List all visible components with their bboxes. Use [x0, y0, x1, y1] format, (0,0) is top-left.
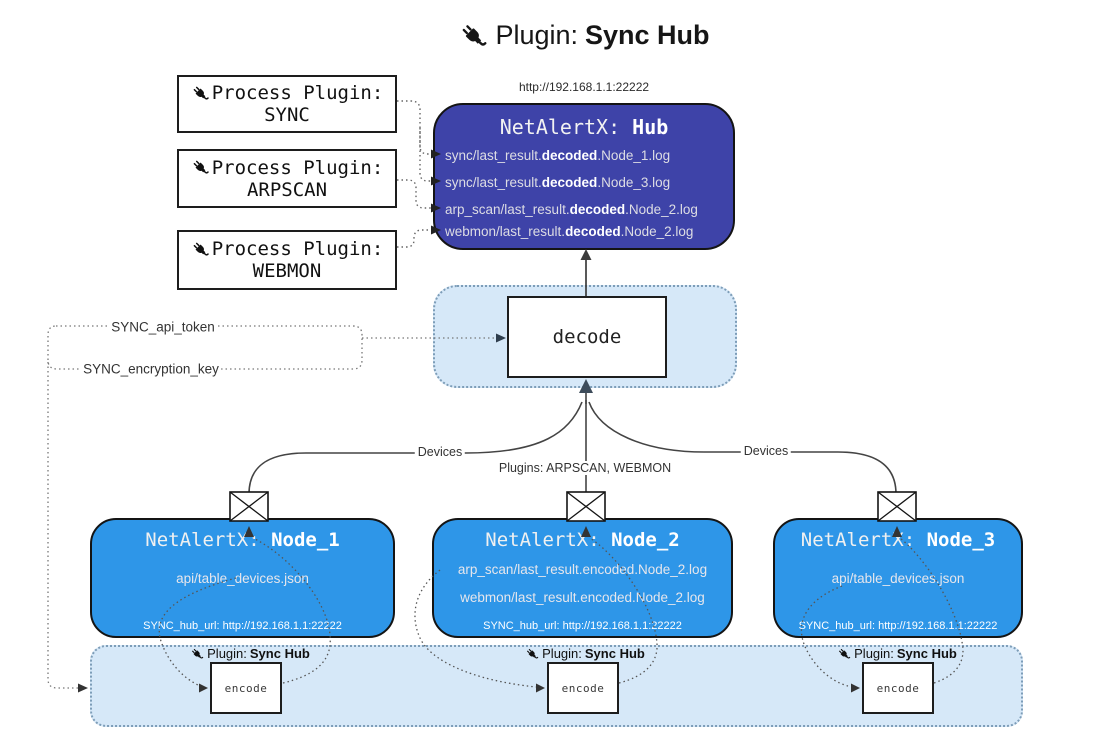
devices-label-right: Devices	[740, 444, 792, 458]
hub-title-name: Hub	[632, 115, 669, 139]
process-plugin-sync: Process Plugin: SYNC	[177, 75, 397, 133]
connector-nodes-to-decode	[248, 392, 897, 495]
plugins-label: Plugins: ARPSCAN, WEBMON	[495, 461, 675, 475]
envelope-icon	[877, 491, 917, 522]
encode-panel-in-arrowhead	[78, 683, 88, 693]
process-plugin-label: Process Plugin:	[211, 238, 384, 260]
hub-log-line: sync/last_result.decoded.Node_1.log	[445, 148, 671, 163]
hub-log-line: sync/last_result.decoded.Node_3.log	[445, 175, 671, 190]
decode-box: decode	[507, 296, 667, 378]
process-plugin-webmon: Process Plugin: WEBMON	[177, 230, 397, 290]
encode-box-2: encode	[547, 662, 619, 714]
plug-icon	[191, 84, 210, 103]
hub-log-line: webmon/last_result.decoded.Node_2.log	[445, 224, 694, 239]
page-title-prefix: Plugin:	[495, 20, 579, 50]
hub-log-line: arp_scan/last_result.decoded.Node_2.log	[445, 202, 698, 217]
encoder-plugin-label: Plugin: Sync Hub	[837, 646, 957, 661]
encode-box-1: encode	[210, 662, 282, 714]
node-title: NetAlertX: Node_1	[145, 529, 340, 551]
encode-box-3: encode	[862, 662, 934, 714]
sync-api-token-label: SYNC_api_token	[109, 319, 217, 335]
process-plugin-label: Process Plugin:	[211, 82, 384, 104]
node-3-box: NetAlertX: Node_3 api/table_devices.json…	[773, 518, 1023, 638]
envelope-icons	[229, 491, 917, 522]
encoder-plugin-label: Plugin: Sync Hub	[525, 646, 645, 661]
node-hub-url: SYNC_hub_url: http://192.168.1.1:22222	[798, 620, 998, 632]
hub-box: NetAlertX: Hub sync/last_result.decoded.…	[433, 103, 735, 250]
plug-icon	[837, 647, 851, 661]
hub-url-label: http://192.168.1.1:22222	[518, 80, 650, 94]
process-plugin-name: ARPSCAN	[246, 178, 328, 201]
encoder-plugin-label: Plugin: Sync Hub	[190, 646, 310, 661]
process-plugin-label: Process Plugin:	[211, 156, 384, 179]
page-title-name: Sync Hub	[585, 20, 710, 50]
hub-title: NetAlertX: Hub	[435, 115, 733, 139]
devices-label-left: Devices	[414, 445, 466, 459]
process-plugin-name: SYNC	[264, 104, 310, 126]
node-file-line: webmon/last_result.encoded.Node_2.log	[460, 590, 705, 605]
node-file-line: api/table_devices.json	[176, 571, 309, 586]
plug-icon	[191, 158, 210, 177]
page-title: Plugin: Sync Hub	[458, 20, 710, 51]
plug-icon	[525, 647, 539, 661]
plug-icon	[190, 647, 204, 661]
node-title: NetAlertX: Node_3	[800, 529, 996, 551]
node-title: NetAlertX: Node_2	[485, 529, 680, 551]
plug-icon	[458, 21, 488, 51]
node-hub-url: SYNC_hub_url: http://192.168.1.1:22222	[143, 620, 342, 632]
hub-title-prefix: NetAlertX:	[499, 115, 633, 139]
connector-plugins-to-hub	[397, 100, 431, 248]
process-plugin-name: WEBMON	[252, 260, 322, 282]
node-file-line: api/table_devices.json	[831, 571, 965, 586]
node-2-box: NetAlertX: Node_2 arp_scan/last_result.e…	[432, 518, 733, 638]
sync-encryption-key-label: SYNC_encryption_key	[81, 361, 221, 377]
node-1-box: NetAlertX: Node_1 api/table_devices.json…	[90, 518, 395, 638]
plug-icon	[191, 240, 210, 259]
node-hub-url: SYNC_hub_url: http://192.168.1.1:22222	[483, 620, 682, 632]
process-plugin-arpscan: Process Plugin: ARPSCAN	[177, 149, 397, 208]
node-file-line: arp_scan/last_result.encoded.Node_2.log	[457, 562, 708, 577]
envelope-icon	[229, 491, 269, 522]
envelope-icon	[566, 491, 606, 522]
